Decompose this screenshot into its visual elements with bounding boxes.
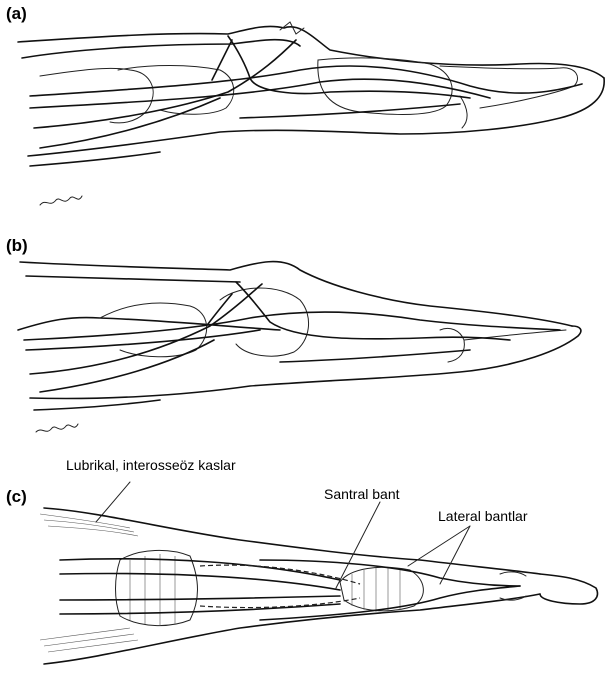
finger-drawing-a [18,22,604,205]
finger-drawing-c [40,482,597,664]
finger-drawing-b [18,262,581,432]
